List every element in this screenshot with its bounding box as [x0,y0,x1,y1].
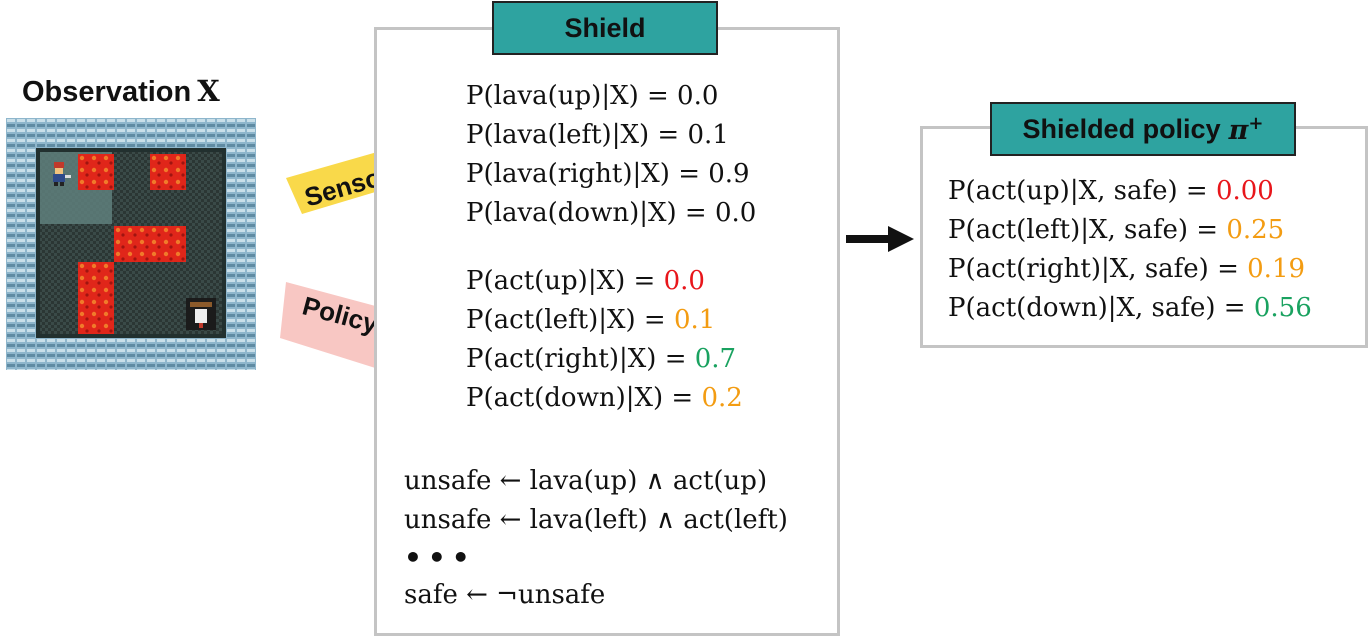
rule-ellipsis: ••• [404,541,476,574]
shielded-prob-down: P(act(down)|X, safe) = 0.56 [948,289,1312,328]
value: 0.25 [1226,215,1285,245]
sensor-probabilities: P(lava(up)|X) = 0.0 P(lava(left)|X) = 0.… [466,77,756,233]
expr: P(lava(down)|X) = [466,198,715,228]
lava-cell [78,154,114,190]
shielded-policy-panel [920,126,1368,348]
shielded-prob-up: P(act(up)|X, safe) = 0.00 [948,172,1312,211]
shielded-probabilities: P(act(up)|X, safe) = 0.00 P(act(left)|X,… [948,172,1312,328]
expr: P(act(right)|X) = [466,344,695,374]
expr: P(lava(up)|X) = [466,81,678,111]
shielded-prob-left: P(act(left)|X, safe) = 0.25 [948,211,1312,250]
sensor-prob-right: P(lava(right)|X) = 0.9 [466,155,756,194]
expr: P(act(up)|X, safe) = [948,176,1216,206]
value: 0.2 [701,383,743,413]
lava-cell [114,226,186,262]
rule-unsafe-left: unsafe ← lava(left) ∧ act(left) [404,505,788,535]
expr: P(act(left)|X, safe) = [948,215,1227,245]
pi-symbol: π [1228,114,1249,146]
shielded-policy-symbol: π+ [1229,113,1264,146]
value: 0.1 [687,120,729,150]
expr: P(act(up)|X) = [466,266,664,296]
rule-unsafe-up: unsafe ← lava(up) ∧ act(up) [404,466,768,496]
expr: P(act(down)|X) = [466,383,702,413]
value: 0.7 [694,344,737,374]
lava-cell [150,154,186,190]
value: 0.00 [1215,176,1274,206]
goal-stairs-sprite [186,298,216,330]
pi-superscript: + [1248,112,1264,134]
sensor-prob-left: P(lava(left)|X) = 0.1 [466,116,756,155]
value: 0.1 [673,305,716,335]
shield-rules: unsafe ← lava(up) ∧ act(up) unsafe ← lav… [404,462,788,615]
lava-cell [78,262,114,334]
gridworld-observation-image [6,118,256,370]
expr: P(act(left)|X) = [466,305,674,335]
shielded-prob-right: P(act(right)|X, safe) = 0.19 [948,250,1312,289]
shield-tab: Shield [492,1,718,55]
value: 0.19 [1247,254,1306,284]
output-arrow [846,226,914,252]
value: 0.9 [708,159,750,189]
value: 0.56 [1253,293,1312,323]
agent-sprite [53,162,71,186]
value: 0.0 [714,198,757,228]
sensor-prob-up: P(lava(up)|X) = 0.0 [466,77,756,116]
observation-variable: X [197,74,220,108]
policy-prob-down: P(act(down)|X) = 0.2 [466,379,743,418]
observation-title-text: Observation [22,76,192,108]
expr: P(lava(right)|X) = [466,159,709,189]
value: 0.0 [677,81,719,111]
rule-safe: safe ← ¬unsafe [404,580,606,610]
expr: P(act(down)|X, safe) = [948,293,1254,323]
expr: P(act(right)|X, safe) = [948,254,1248,284]
policy-prob-right: P(act(right)|X) = 0.7 [466,340,743,379]
policy-prob-up: P(act(up)|X) = 0.0 [466,262,743,301]
sensor-prob-down: P(lava(down)|X) = 0.0 [466,194,756,233]
shielded-policy-label: Shielded policy [1022,113,1221,144]
policy-prob-left: P(act(left)|X) = 0.1 [466,301,743,340]
shield-panel [374,27,840,636]
value: 0.0 [663,266,705,296]
policy-probabilities: P(act(up)|X) = 0.0 P(act(left)|X) = 0.1 … [466,262,743,418]
expr: P(lava(left)|X) = [466,120,688,150]
